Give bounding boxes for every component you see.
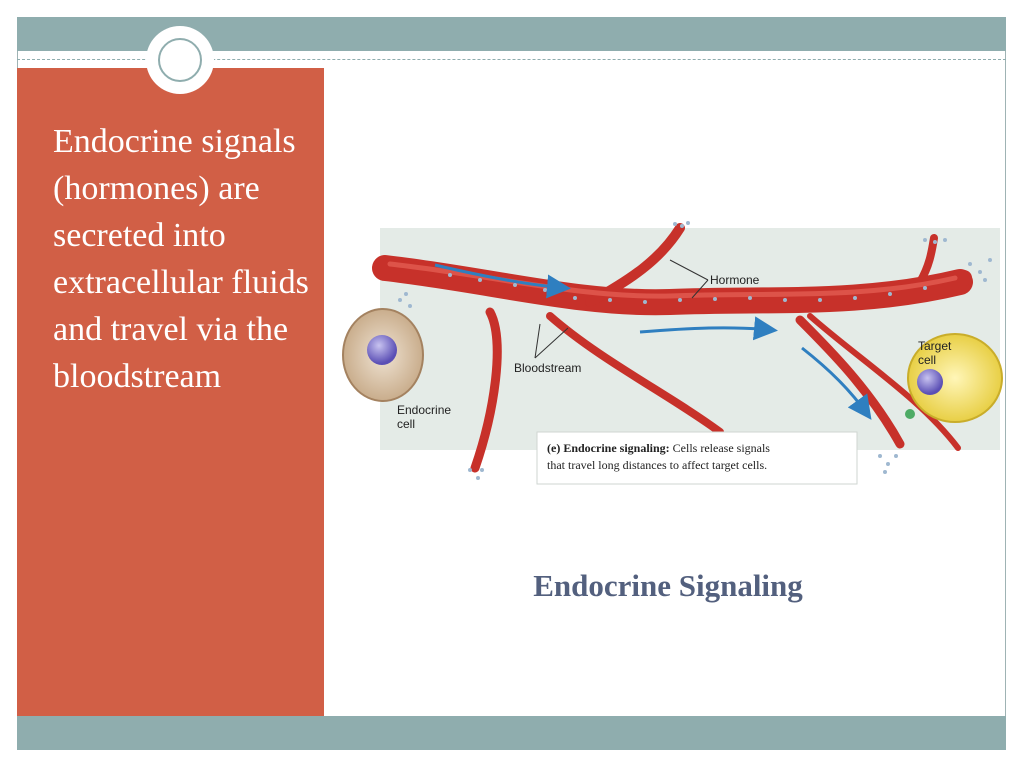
figure-caption-box: (e) Endocrine signaling: Cells release s… [536,431,858,485]
bottom-accent-band [17,716,1006,750]
target-cell-label-line2: cell [918,353,936,367]
signal-flow-arrows [434,263,872,420]
figure-caption-line2: that travel long distances to affect tar… [547,458,767,472]
figure-caption-title: (e) Endocrine signaling: [547,441,670,455]
figure-caption-line1: Cells release signals [670,441,771,455]
body-text: Endocrine signals (hormones) are secrete… [53,123,309,395]
circle-ornament-icon [146,26,214,94]
left-text-panel: Endocrine signals (hormones) are secrete… [17,68,324,716]
endocrine-signaling-figure: Hormone Bloodstream Endocrine cell Targe… [342,221,1003,485]
hormone-dots [398,221,992,480]
endocrine-cell-label-line2: cell [397,417,415,431]
hormone-label: Hormone [710,273,760,287]
svg-text:(e) Endocrine signaling: Cells: (e) Endocrine signaling: Cells release s… [547,441,770,455]
dashed-divider [17,59,1006,60]
target-cell-icon [905,333,1003,423]
target-cell-label-line1: Target [918,339,952,353]
endocrine-cell-label-line1: Endocrine [397,403,451,417]
ornament-ring [158,38,202,82]
slide-caption: Endocrine Signaling [533,568,803,603]
endocrine-cell-icon [342,308,424,402]
bloodstream-label: Bloodstream [514,361,581,375]
label-leader-lines [534,259,709,359]
